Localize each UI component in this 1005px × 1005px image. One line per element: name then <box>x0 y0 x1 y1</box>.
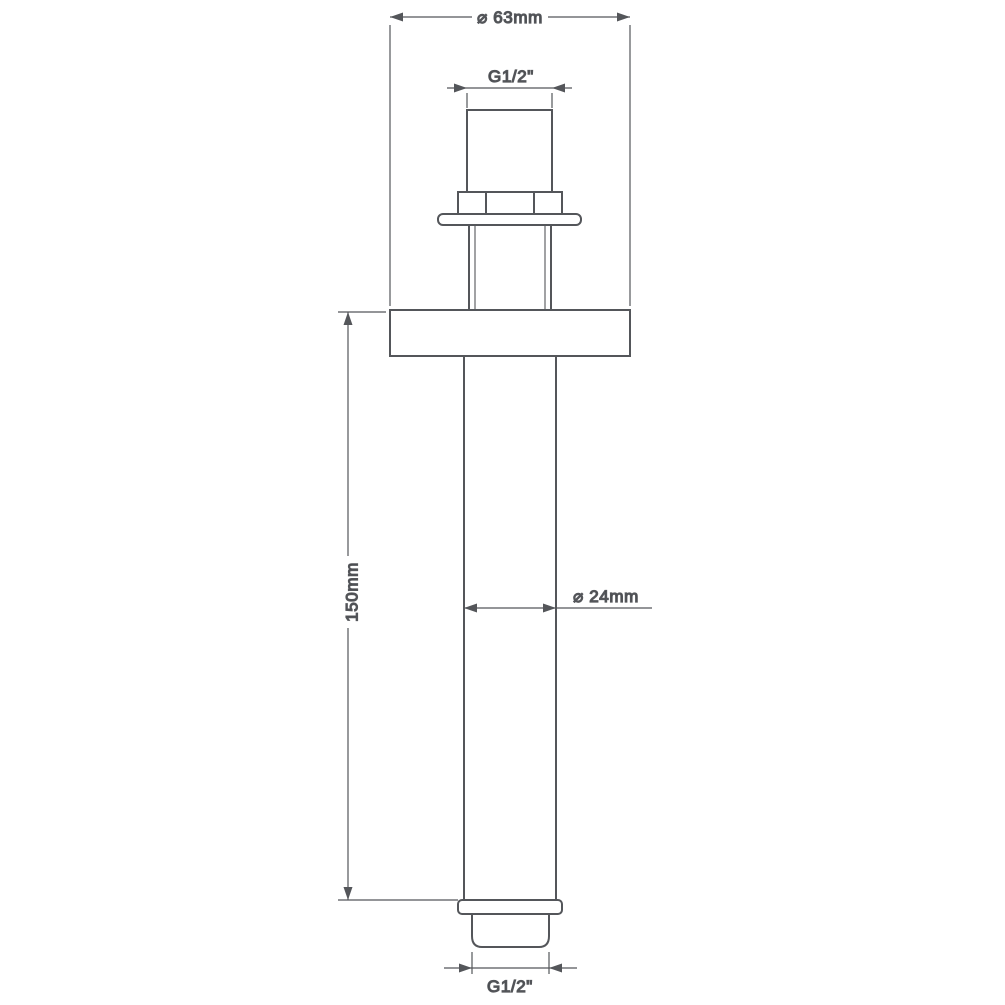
mounting-nut <box>457 191 563 215</box>
washer <box>437 213 582 226</box>
dim-label-bottom-thread: G1/2" <box>487 977 533 996</box>
dim-label-flange-diameter: ⌀ 63mm <box>477 8 543 27</box>
bottom-collar <box>457 899 563 915</box>
dim-flange-diameter: ⌀ 63mm <box>389 7 631 306</box>
dim-label-top-thread: G1/2" <box>488 67 534 86</box>
ceiling-flange <box>389 309 631 357</box>
dim-length: 150mm <box>338 311 458 901</box>
top-thread-connector <box>466 109 553 193</box>
arm-tube <box>463 356 557 901</box>
bottom-thread-connector <box>471 913 550 948</box>
dim-label-length: 150mm <box>343 562 362 622</box>
dim-label-tube-diameter: ⌀ 24mm <box>573 587 639 606</box>
upper-stem <box>468 225 552 310</box>
dim-top-thread: G1/2" <box>447 66 572 108</box>
dim-tube-diameter: ⌀ 24mm <box>464 586 652 613</box>
dim-bottom-thread: G1/2" <box>444 952 577 997</box>
